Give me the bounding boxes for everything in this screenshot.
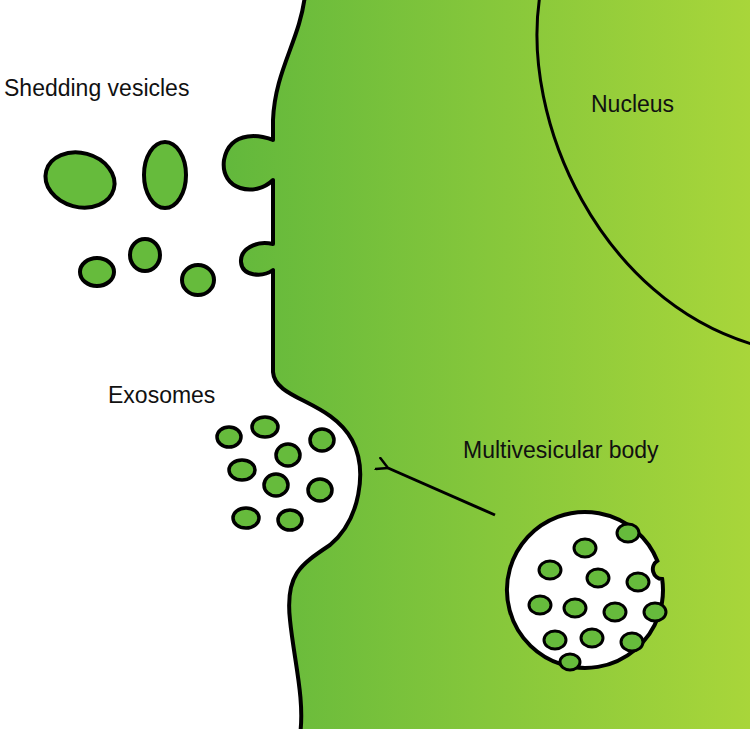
multivesicular-body — [507, 512, 663, 668]
shedding-vesicles — [39, 142, 214, 295]
intraluminal-vesicles — [529, 524, 666, 670]
cell-membrane — [224, 0, 750, 729]
fusion-arrow — [388, 468, 495, 515]
vesicle-label: Shedding vesicles — [4, 76, 189, 101]
exosomes — [217, 417, 334, 530]
exosome-label: Exosomes — [108, 383, 215, 408]
nucleus-label: Nucleus — [591, 92, 674, 117]
nucleus-envelope — [537, 0, 750, 345]
organelle-label: Multivesicular body — [463, 438, 659, 463]
